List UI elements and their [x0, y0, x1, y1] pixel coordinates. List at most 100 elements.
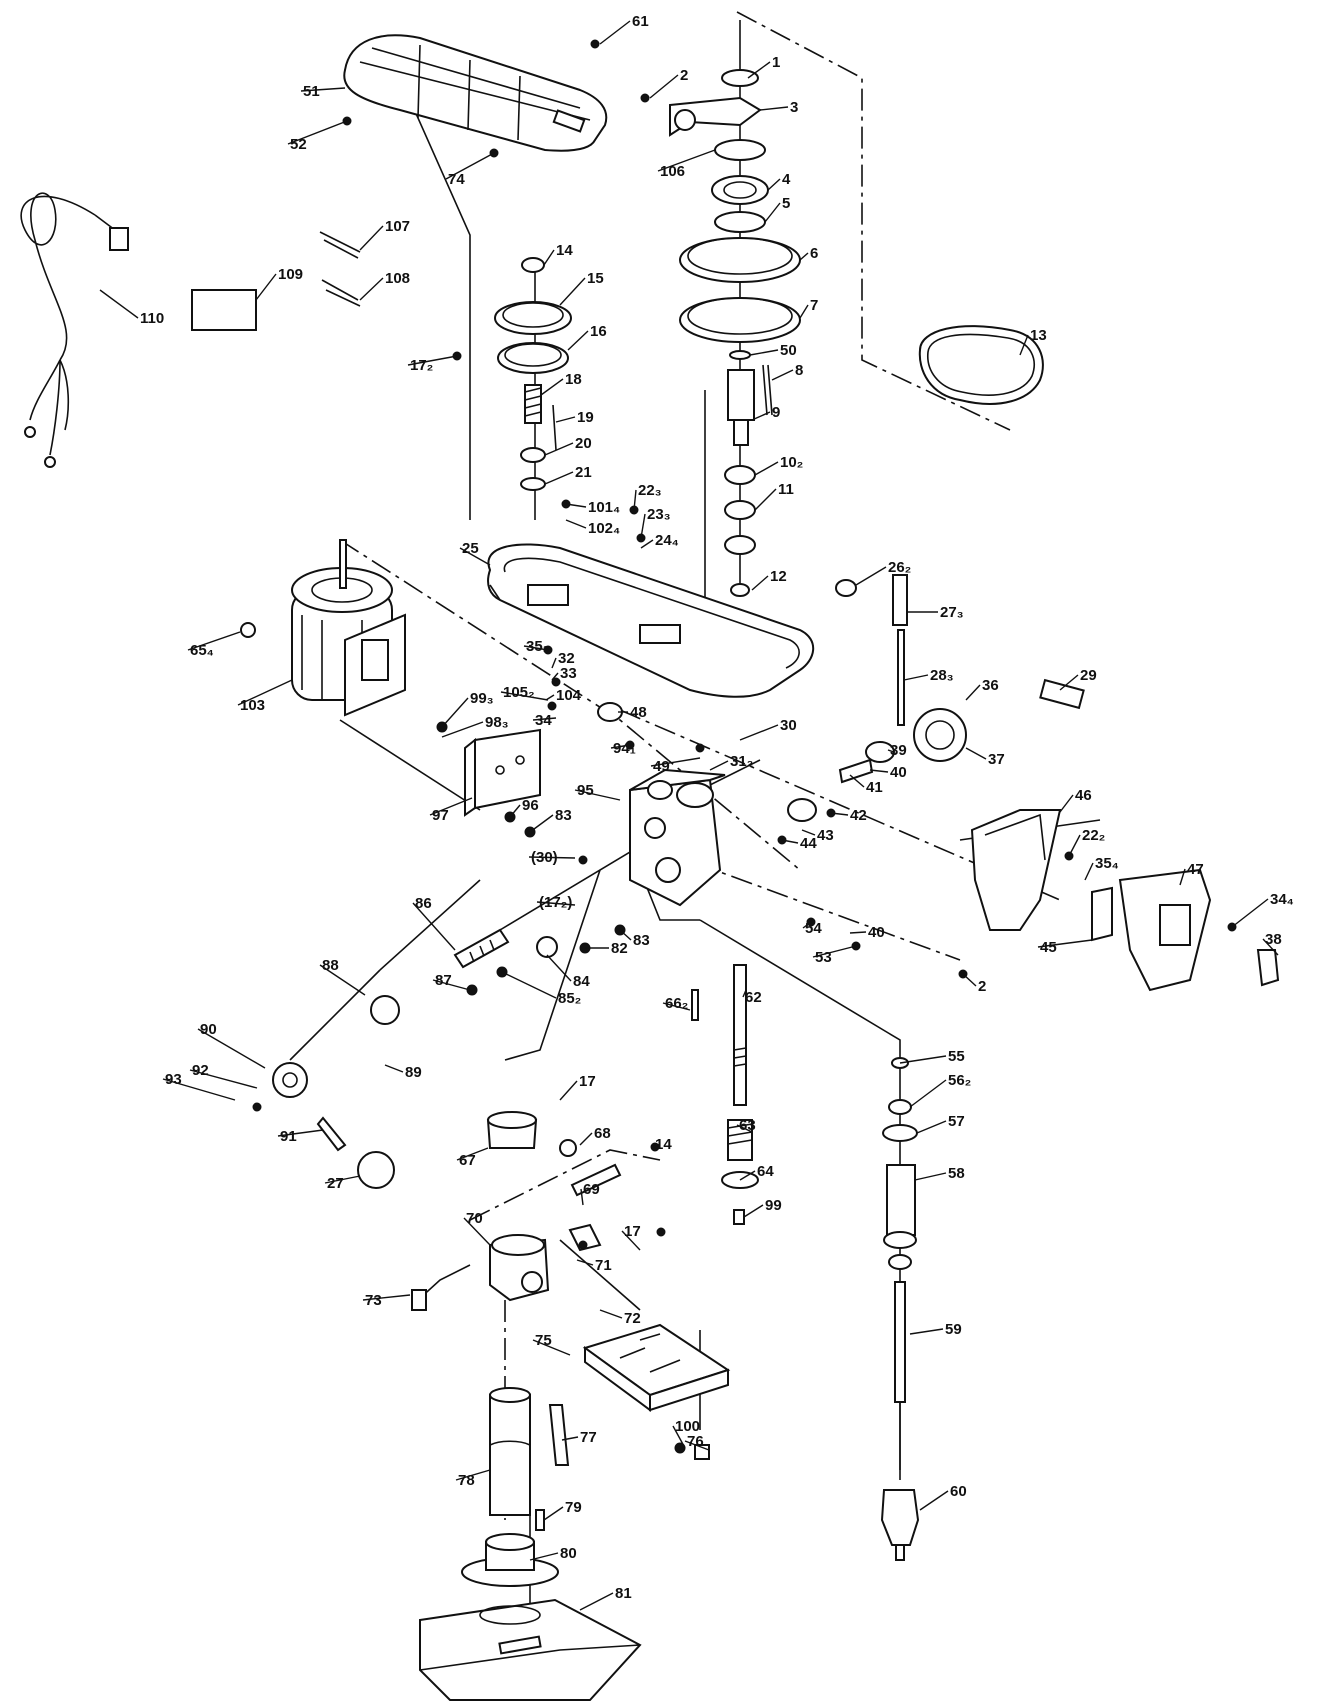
callout-label: 96 — [522, 797, 539, 814]
callout-label: 20 — [575, 435, 592, 452]
callout-leader — [887, 749, 895, 753]
callout-label: 44 — [800, 835, 817, 852]
callout-label: 25 — [462, 540, 479, 557]
callout-leader — [551, 657, 557, 669]
callout-leader — [529, 1552, 559, 1561]
callout-label: 16 — [590, 323, 607, 340]
callout-leader — [709, 760, 729, 771]
callout-leader — [432, 979, 471, 991]
callout-label: 34₄ — [1270, 891, 1294, 908]
callout-label: 86 — [415, 895, 432, 912]
callout-label: 101₄ — [588, 499, 620, 516]
callout-leader — [739, 1170, 756, 1181]
callout-label: 13 — [1030, 327, 1047, 344]
callout-leader — [1084, 862, 1094, 881]
callout-label: 81 — [615, 1585, 632, 1602]
callout-label: 102₄ — [588, 520, 620, 537]
belt-guard-cover — [343, 34, 608, 152]
callout-leader — [849, 931, 867, 934]
callout-leader — [324, 1175, 361, 1184]
callout-label: 3 — [790, 99, 798, 116]
callout-label: 36 — [982, 677, 999, 694]
callout-leader — [649, 74, 679, 99]
callout-label: 93 — [165, 1071, 182, 1088]
callout-leader — [830, 812, 849, 816]
callout-leader — [441, 721, 484, 738]
motor-pulley-stack — [494, 257, 572, 491]
callout-label: 69 — [583, 1181, 600, 1198]
callout-leader — [412, 902, 456, 951]
callout-label: 1 — [772, 54, 780, 71]
callout-label: 65₄ — [190, 642, 214, 659]
callout-leader — [99, 289, 139, 319]
callout-label: 45 — [1040, 939, 1057, 956]
callout-label: 32 — [558, 650, 575, 667]
callout-leader — [237, 679, 293, 706]
callout-leader — [456, 1147, 489, 1161]
callout-label: 29 — [1080, 667, 1097, 684]
callout-label: 83 — [555, 807, 572, 824]
warning-label-card — [191, 289, 257, 331]
callout-leader — [559, 1080, 578, 1101]
callout-leader — [1059, 794, 1074, 813]
callout-leader — [362, 1294, 411, 1301]
callout-leader — [567, 330, 589, 351]
callout-label: 58 — [948, 1165, 965, 1182]
callout-label: 99 — [765, 1197, 782, 1214]
callout-label: 108 — [385, 270, 410, 287]
callout-label: 41 — [866, 779, 883, 796]
callout-label: 67 — [459, 1152, 476, 1169]
callout-label: 94₁ — [613, 740, 636, 757]
callout-leader — [540, 378, 564, 396]
callout-label: 14 — [556, 242, 573, 259]
callout-label: 47 — [1187, 861, 1204, 878]
callout-leader — [500, 691, 549, 701]
callout-leader — [277, 1129, 324, 1137]
callout-label: 104 — [556, 687, 582, 704]
callout-leader — [759, 106, 789, 111]
callout-leader — [455, 1469, 491, 1481]
callout-leader — [914, 1172, 947, 1181]
callout-leader — [965, 747, 987, 760]
callout-leader — [544, 442, 574, 456]
quill-return-spring — [691, 964, 759, 1225]
power-cord — [20, 192, 129, 468]
callout-leader — [1059, 674, 1079, 691]
callout-label: 99₃ — [470, 690, 494, 707]
callout-label: 30 — [780, 717, 797, 734]
callout-label: 77 — [580, 1429, 597, 1446]
callout-leader — [407, 355, 458, 366]
callout-leader — [501, 971, 557, 999]
callout-leader — [799, 252, 809, 261]
callout-label: 42 — [850, 807, 867, 824]
callout-leader — [528, 856, 576, 859]
callout-label: 85₂ — [558, 990, 581, 1007]
callout-label: 51 — [303, 83, 320, 100]
callout-label: 64 — [757, 1163, 774, 1180]
callout-leader — [855, 566, 887, 586]
callout-label: 79 — [565, 1499, 582, 1516]
callout-label: 87 — [435, 972, 452, 989]
callout-label: 5 — [782, 195, 790, 212]
callout-leader — [767, 178, 781, 191]
callout-leader — [555, 416, 576, 423]
pinion-shaft-assembly — [272, 924, 626, 1189]
callout-leader — [1019, 334, 1029, 356]
callout-leader — [463, 1217, 491, 1246]
callout-label: 11 — [778, 481, 794, 498]
callout-label: 57 — [948, 1113, 965, 1130]
callout-label: 70 — [466, 1210, 483, 1227]
callout-leader — [441, 697, 469, 728]
callout-leader — [781, 839, 799, 844]
base-plate — [419, 1598, 642, 1701]
callout-label: 89 — [405, 1064, 422, 1081]
callout-leader — [1068, 834, 1081, 857]
callout-label: 17 — [624, 1223, 641, 1240]
callout-label: 14 — [655, 1136, 672, 1153]
callout-label: 49 — [653, 758, 670, 775]
spindle-assembly — [880, 1057, 920, 1561]
callout-leader — [652, 1143, 656, 1148]
callout-label: 48 — [630, 704, 647, 721]
callout-label: 50 — [780, 342, 797, 359]
